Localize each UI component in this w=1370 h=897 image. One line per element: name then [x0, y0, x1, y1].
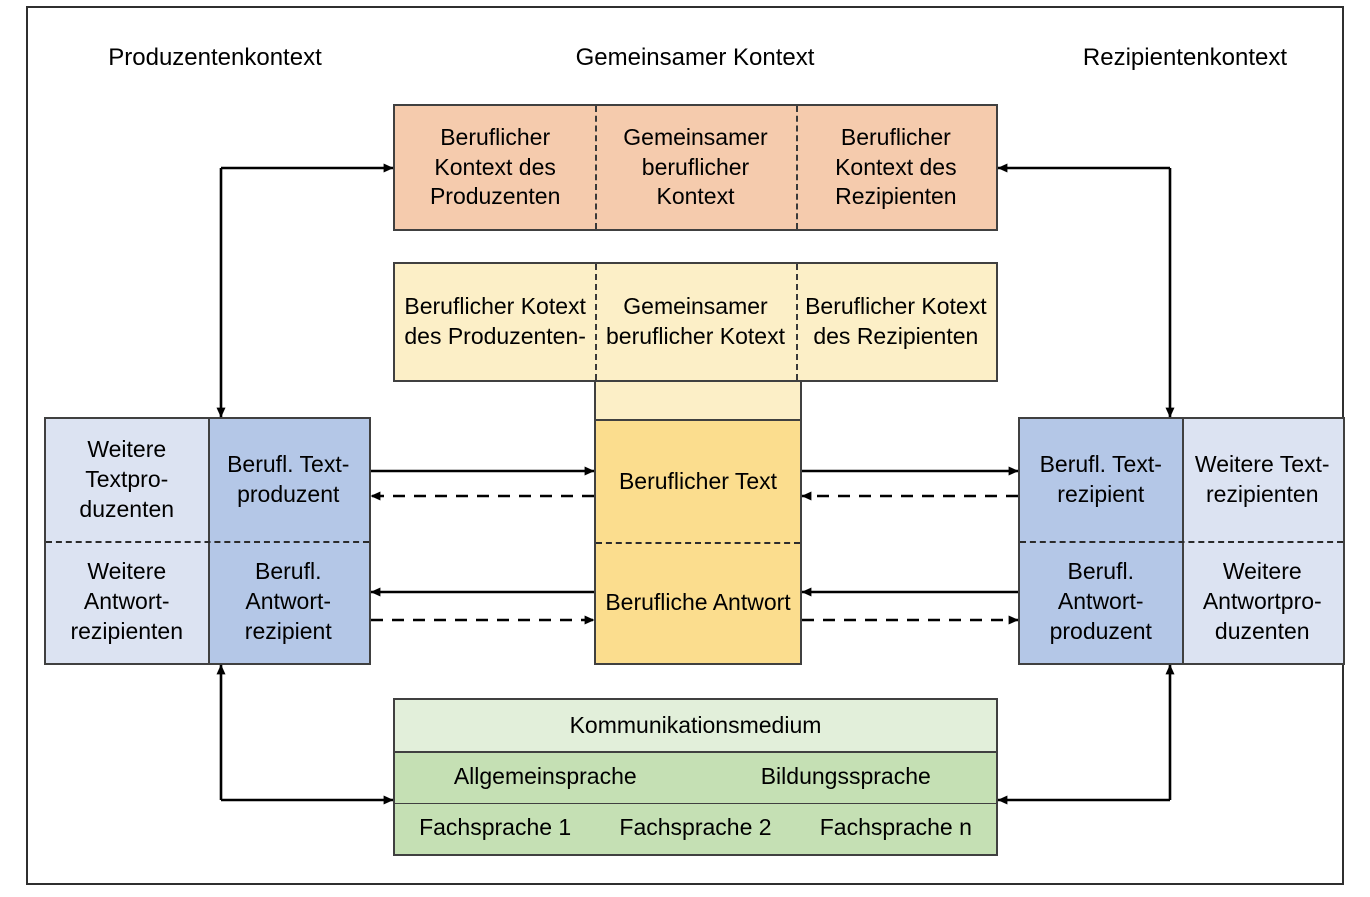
kotext-divider-left — [595, 264, 598, 380]
recipient-cell-other-answer-producers-label: Weitere Antwortpro- duzenten — [1202, 558, 1322, 644]
recipient-cell-other-text-recipients-label: Weitere Text- rezipienten — [1194, 451, 1330, 507]
context-cell-recipient-label: Beruflicher Kontext des Rezipienten — [835, 123, 957, 210]
producer-block: Weitere Textpro- duzenten Berufl. Text- … — [44, 417, 371, 665]
center-text-block: Beruflicher Text Berufliche Antwort — [594, 419, 802, 665]
kotext-bridge — [594, 382, 802, 419]
recipient-cell-other-answer-producers: Weitere Antwortpro- duzenten — [1182, 541, 1344, 663]
center-divider — [596, 542, 800, 544]
medium-title-label: Kommunikationsmedium — [569, 711, 822, 738]
medium-row3-item-1: Fachsprache 1 — [395, 803, 595, 854]
column-header-producer-label: Produzentenkontext — [108, 44, 322, 71]
column-header-recipient-label: Rezipientenkontext — [1082, 44, 1288, 71]
recipient-cell-text-recipient: Berufl. Text- rezipient — [1020, 419, 1182, 541]
medium-row3-item-2: Fachsprache 2 — [595, 803, 795, 854]
medium-row2-item-1-label: Allgemeinsprache — [453, 763, 637, 790]
medium-title-row-bg — [395, 700, 996, 752]
producer-horizontal-divider — [46, 541, 369, 543]
producer-cell-answer-recipient: Berufl. Antwort- rezipient — [208, 541, 370, 663]
context-divider-left — [595, 106, 598, 229]
recipient-block: Berufl. Text- rezipient Weitere Text- re… — [1018, 417, 1345, 665]
medium-row3-item-3: Fachsprache n — [796, 803, 996, 854]
medium-row3-item-1-label: Fachsprache 1 — [419, 814, 572, 841]
medium-row2-item-2: Bildungssprache — [696, 751, 997, 802]
context-divider-right — [795, 106, 798, 229]
kotext-cell-recipient: Beruflicher Kotext des Rezipienten — [796, 264, 996, 380]
recipient-cell-other-text-recipients: Weitere Text- rezipienten — [1182, 419, 1344, 541]
kotext-divider-right — [795, 264, 798, 380]
producer-cell-other-text-producers-label: Weitere Textpro- duzenten — [79, 436, 175, 522]
recipient-cell-answer-producer: Berufl. Antwort- produzent — [1020, 541, 1182, 663]
recipient-horizontal-divider — [1020, 541, 1343, 543]
kotext-cell-producer-label: Beruflicher Kotext des Produzenten- — [404, 293, 586, 349]
medium-divider-2 — [395, 802, 996, 804]
recipient-cell-text-recipient-label: Berufl. Text- rezipient — [1039, 451, 1162, 507]
kotext-row: Beruflicher Kotext des Produzenten- Geme… — [393, 262, 998, 382]
context-cell-producer: Beruflicher Kontext des Produzenten — [395, 106, 595, 229]
medium-block: Kommunikationsmedium Allgemeinsprache Bi… — [393, 698, 998, 856]
medium-row2-item-1: Allgemeinsprache — [395, 751, 696, 802]
context-cell-shared-label: Gemeinsamer beruflicher Kontext — [623, 123, 768, 210]
context-cell-recipient: Beruflicher Kontext des Rezipienten — [796, 106, 996, 229]
column-header-shared-label: Gemeinsamer Kontext — [575, 44, 815, 71]
medium-title-row: Kommunikationsmedium — [395, 700, 996, 751]
center-cell-text-label: Beruflicher Text — [618, 467, 778, 494]
medium-row3-item-3-label: Fachsprache n — [819, 814, 972, 841]
producer-cell-other-text-producers: Weitere Textpro- duzenten — [46, 419, 208, 541]
medium-row2-item-2-label: Bildungssprache — [760, 763, 931, 790]
recipient-cell-answer-producer-label: Berufl. Antwort- produzent — [1049, 558, 1152, 644]
producer-cell-other-answer-recipients: Weitere Antwort- rezipienten — [46, 541, 208, 663]
context-row: Beruflicher Kontext des Produzenten Geme… — [393, 104, 998, 231]
producer-cell-text-producer-label: Berufl. Text- produzent — [227, 451, 350, 507]
context-cell-shared: Gemeinsamer beruflicher Kontext — [595, 106, 795, 229]
kotext-cell-recipient-label: Beruflicher Kotext des Rezipienten — [805, 293, 987, 349]
center-cell-answer-label: Berufliche Antwort — [605, 588, 791, 615]
producer-cell-answer-recipient-label: Berufl. Antwort- rezipient — [244, 558, 332, 644]
kotext-cell-shared-label: Gemeinsamer beruflicher Kotext — [606, 293, 785, 349]
context-cell-producer-label: Beruflicher Kontext des Produzenten — [429, 123, 561, 210]
producer-cell-other-answer-recipients-label: Weitere Antwort- rezipienten — [70, 558, 184, 644]
producer-cell-text-producer: Berufl. Text- produzent — [208, 419, 370, 541]
column-header-producer: Produzentenkontext — [55, 44, 375, 72]
center-cell-answer: Berufliche Antwort — [596, 542, 800, 663]
column-header-recipient: Rezipientenkontext — [1025, 44, 1345, 72]
column-header-shared: Gemeinsamer Kontext — [535, 44, 855, 72]
center-cell-text: Beruflicher Text — [596, 421, 800, 542]
medium-row-languages: Allgemeinsprache Bildungssprache — [395, 751, 996, 802]
kotext-cell-shared: Gemeinsamer beruflicher Kotext — [595, 264, 795, 380]
medium-row3-item-2-label: Fachsprache 2 — [619, 814, 772, 841]
medium-row-specialist-languages: Fachsprache 1 Fachsprache 2 Fachsprache … — [395, 803, 996, 854]
medium-divider-1 — [395, 751, 996, 754]
kotext-cell-producer: Beruflicher Kotext des Produzenten- — [395, 264, 595, 380]
